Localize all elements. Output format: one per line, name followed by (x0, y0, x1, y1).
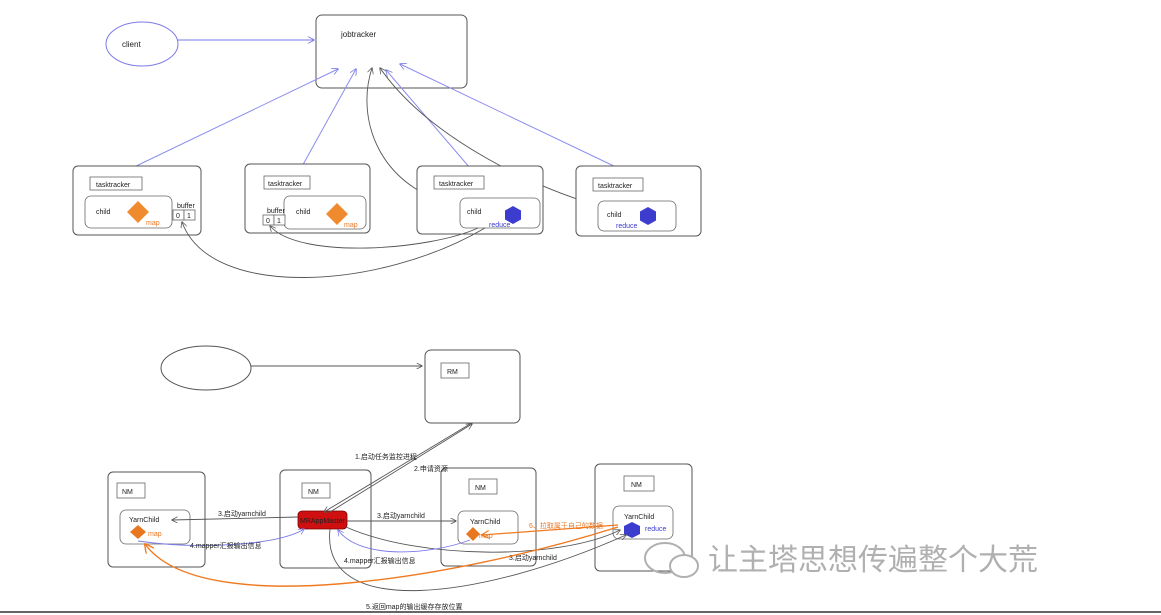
rm-node (424, 349, 521, 424)
tasktracker-3-label: tasktracker (439, 181, 474, 188)
reduce-task-icon (640, 207, 656, 225)
tasktracker-2-label: tasktracker (268, 181, 303, 188)
yarnchild-1-task: map (148, 531, 162, 538)
shuffle-curve-1 (182, 222, 486, 278)
buffer-cell-1: 1 (187, 213, 191, 220)
yarnchild-4-task: reduce (645, 526, 667, 533)
tasktracker-1-buffer-label: buffer (177, 203, 195, 210)
edge-label-step2: 2.申请资源 (414, 464, 448, 473)
rm-edge-start (324, 423, 471, 512)
start-yarnchild-far-arrow (345, 526, 620, 553)
tasktracker-1-task: map (146, 220, 160, 227)
tasktracker-1: tasktracker child map buffer 0 1 (72, 165, 202, 236)
nm-node-4: NM YarnChild reduce (594, 463, 693, 572)
tasktracker-3-task: reduce (489, 222, 511, 229)
tasktracker-4-child: child (607, 212, 622, 219)
tasktracker-1-child: child (96, 209, 111, 216)
client-label: client (122, 40, 141, 49)
reduce-task-icon (624, 522, 640, 538)
tasktracker-2: tasktracker child map buffer 0 1 (244, 163, 371, 234)
bottom-diagram: RM NM YarnChild map NM MRAppMaster NM Ya… (107, 345, 693, 611)
nm-1-label: NM (122, 489, 133, 496)
buffer-cell-0: 0 (176, 213, 180, 220)
edge-label-step3-bottom: 3.启动yarnchild (509, 553, 557, 562)
mrappmaster-node (297, 510, 348, 530)
client-node-yarn (160, 345, 252, 391)
watermark-text: 让主塔思想传遍整个大荒 (708, 543, 1038, 578)
mrappmaster-label: MRAppMaster (300, 518, 345, 525)
nm-node-2: NM MRAppMaster (279, 469, 372, 569)
buffer-cell-1: 1 (277, 218, 281, 225)
reduce-task-icon (505, 206, 521, 224)
heartbeat-arrow-2 (299, 69, 356, 171)
tasktracker-4-label: tasktracker (598, 183, 633, 190)
yarnchild-4: YarnChild (624, 514, 654, 521)
tasktracker-3-child: child (467, 209, 482, 216)
nm-2-label: NM (308, 489, 319, 496)
map-task-icon (326, 203, 348, 225)
rm-label: RM (447, 369, 458, 376)
heartbeat-arrow-4 (400, 64, 619, 169)
jobtracker-label: jobtracker (340, 30, 376, 39)
rm-edge-request (329, 424, 472, 513)
tasktracker-4: tasktracker child reduce (575, 165, 702, 237)
nm-3-label: NM (475, 485, 486, 492)
map-task-icon (466, 527, 480, 541)
return-map-location-arrow (329, 528, 626, 592)
nm-4-label: NM (631, 482, 642, 489)
heartbeat-arrow-1 (131, 69, 338, 169)
edge-label-step3-right: 3.启动yarnchild (377, 511, 425, 520)
edge-label-step4-right: 4.mapper汇报输出信息 (344, 556, 416, 565)
fetch-data-orange-line (482, 524, 619, 535)
tasktracker-4-task: reduce (616, 223, 638, 230)
nm-node-1: NM YarnChild map (107, 471, 206, 568)
tasktracker-2-task: map (344, 222, 358, 229)
top-diagram: client jobtracker tasktracker child map … (72, 14, 702, 278)
shuffle-curve-2 (270, 226, 479, 249)
edge-label-step5: 5.返回map的输出缓存存放位置 (366, 602, 462, 611)
yarnchild-3: YarnChild (470, 519, 500, 526)
mapper-report-right-arrow (338, 530, 471, 553)
edge-label-step3-left: 3.启动yarnchild (218, 509, 266, 518)
child-to-jobtracker-curve-2 (380, 68, 601, 207)
yarnchild-1: YarnChild (129, 517, 159, 524)
watermark: 让主塔思想传遍整个大荒 (644, 542, 1038, 578)
tasktracker-3: tasktracker child reduce (416, 165, 544, 235)
map-task-icon (130, 525, 146, 539)
start-yarnchild-left-arrow (172, 516, 299, 520)
map-task-icon (127, 201, 149, 223)
fetch-data-orange-curve (145, 526, 619, 587)
client-node (105, 21, 179, 67)
tasktracker-1-label: tasktracker (96, 182, 131, 189)
edge-label-step1: 1.启动任务监控进程 (355, 452, 417, 461)
mapper-report-left-arrow (137, 529, 304, 546)
edge-label-step4-left: 4.mapper汇报输出信息 (190, 541, 262, 550)
tasktracker-2-buffer-label: buffer (267, 208, 285, 215)
edge-label-step6: 6、拉取属于自己的数据 (529, 521, 603, 530)
buffer-cell-0: 0 (266, 218, 270, 225)
tasktracker-2-child: child (296, 209, 311, 216)
